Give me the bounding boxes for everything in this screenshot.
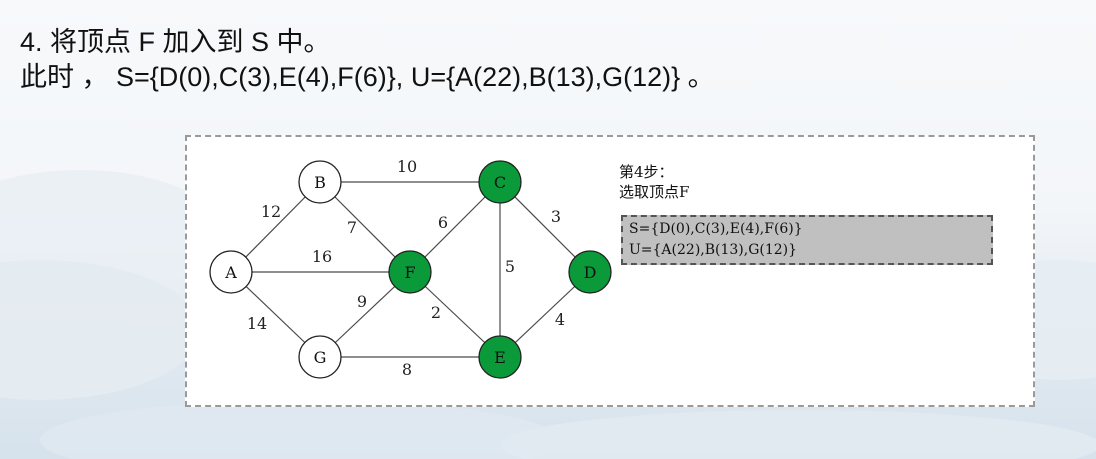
edge-weight-G-F: 9 (357, 292, 367, 311)
edge-weight-A-G: 14 (247, 314, 267, 333)
set-status-box: S={D(0),C(3),E(4),F(6)} U={A(22),B(13),G… (621, 215, 993, 265)
edge-weight-C-D: 3 (551, 207, 561, 226)
u-set-text: U={A(22),B(13),G(12)} (629, 242, 798, 258)
node-C (478, 160, 522, 204)
graph-diagram: 10 12 7 6 3 16 5 9 14 2 4 8 A B C D E F G (209, 157, 612, 379)
node-label-G: G (314, 348, 327, 367)
edge-weight-G-E: 8 (402, 360, 412, 379)
edge-weight-F-C: 6 (438, 213, 448, 232)
edge-weight-B-C: 10 (397, 157, 417, 176)
edge-weight-C-E: 5 (505, 257, 515, 276)
node-label-B: B (314, 173, 326, 192)
node-G (298, 335, 342, 379)
edge-weight-F-E: 2 (431, 303, 441, 322)
node-B (298, 160, 342, 204)
sets-summary: 此时 ， S={D(0),C(3),E(4),F(6)}, U={A(22),B… (20, 62, 715, 92)
edge-weight-D-E: 4 (555, 310, 565, 329)
node-E (478, 335, 522, 379)
node-label-D: D (584, 263, 597, 282)
node-D (568, 250, 612, 294)
node-label-C: C (494, 173, 506, 192)
edge-weight-A-B: 12 (261, 202, 281, 221)
edge-weight-B-F: 7 (347, 218, 357, 237)
s-set-text: S={D(0),C(3),E(4),F(6)} (629, 221, 803, 237)
step-title: 第4步： (619, 163, 674, 181)
node-label-A: A (224, 263, 237, 282)
node-F (388, 250, 432, 294)
step-subtitle: 选取顶点F (619, 183, 690, 201)
node-A (209, 250, 253, 294)
node-label-E: E (494, 348, 506, 367)
step-heading: 4. 将顶点 F 加入到 S 中。 (20, 27, 331, 57)
node-label-F: F (404, 263, 415, 282)
edge-weight-A-F: 16 (312, 247, 332, 266)
dijkstra-step-figure: 10 12 7 6 3 16 5 9 14 2 4 8 A B C D E F G 第4步： 选取顶点F S={D(… (185, 135, 1035, 407)
